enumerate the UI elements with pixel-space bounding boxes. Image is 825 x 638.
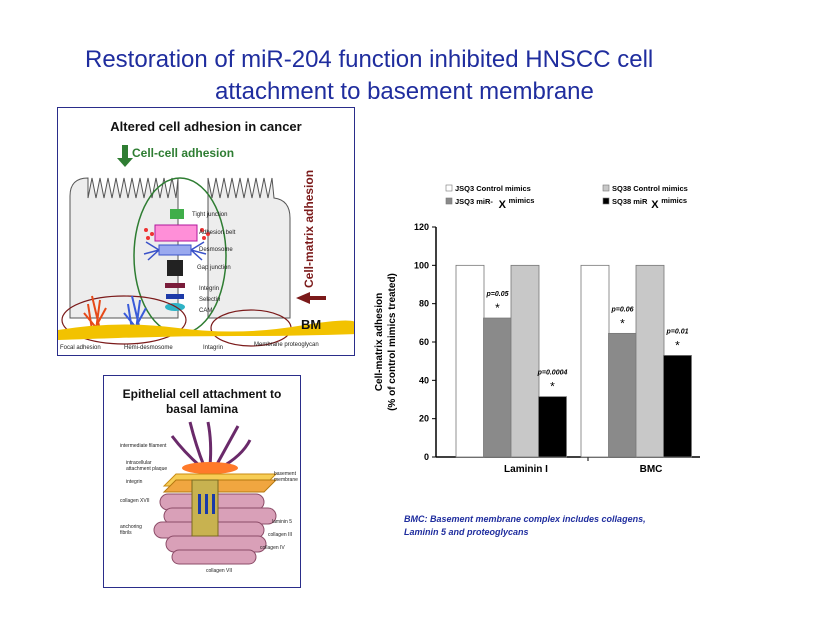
significance-star: *: [675, 338, 680, 352]
integrin-stalks: [198, 494, 215, 514]
focal-adhesion-fibers: [83, 295, 147, 331]
cell-matrix-adhesion-label: Cell-matrix adhesion: [302, 169, 316, 288]
cell-adhesion-title: Altered cell adhesion in cancer: [110, 119, 302, 134]
chart-annotations: p=0.05 * p=0.0004 * p=0.06 * p=0.01 *: [486, 291, 689, 394]
p-value-label: p=0.01: [666, 328, 689, 335]
basement-membrane-label: basement membrane: [274, 471, 298, 483]
slide-title-line-1: Restoration of miR-204 function inhibite…: [85, 46, 654, 73]
anchoring-fibrils-label-2: fibrils: [120, 530, 132, 536]
bar-0-0: [455, 264, 485, 458]
legend-swatch: [445, 184, 453, 192]
epithelial-cells: [69, 177, 291, 319]
legend-entry-suffix: mimics: [661, 196, 687, 205]
bmc-note-line-2: Laminin 5 and proteoglycans: [404, 527, 529, 537]
bar-1-2: [635, 264, 665, 458]
legend-entry: JSQ3 Control mimics: [455, 184, 531, 193]
basement-membrane-band: [58, 320, 354, 340]
legend-cross: X: [499, 199, 507, 211]
cell-adhesion-panel: Altered cell adhesion in cancer: [57, 107, 355, 356]
p-value-label: p=0.06: [611, 306, 634, 313]
basement-membrane-label-2: membrane: [274, 477, 298, 483]
legend-swatch: [602, 184, 610, 192]
green-down-arrow: [117, 145, 133, 167]
hemi-desmosome-label: Hemi-desmosome: [124, 345, 173, 351]
bar-0-1: [483, 317, 512, 458]
tight-junction-label: Tight junction: [192, 212, 228, 218]
cell-cell-adhesion-label: Cell-cell adhesion: [132, 146, 235, 160]
bar-1-1: [608, 332, 637, 458]
x-category-label: Laminin I: [504, 464, 548, 475]
legend-entry: SQ38 miR: [612, 197, 648, 206]
basal-lamina-title-line-1: Epithelial cell attachment to: [122, 387, 282, 401]
cell-adhesion-diagram: [58, 145, 354, 347]
attachment-plaque-label-1: intracellular: [126, 460, 152, 466]
anchoring-fibrils-label: anchoring fibrils: [120, 524, 142, 536]
focal-adhesion-label: Focal adhesion: [60, 345, 101, 351]
bar-1-0: [580, 264, 610, 458]
anchoring-fibrils-label-1: anchoring: [120, 524, 142, 530]
chart-bars: [455, 264, 692, 458]
bar-0-3: [538, 396, 567, 458]
membrane-proteoglycan-label: Membrane proteoglycan: [254, 342, 319, 348]
bar-1-3: [663, 355, 692, 458]
intermediate-filaments: [170, 421, 252, 470]
y-axis-label-line-2: (% of control mimics treated): [387, 273, 398, 411]
bar-0-2: [510, 264, 540, 458]
legend-entry: JSQ3 miR-: [455, 197, 493, 206]
bm-label: BM: [301, 317, 322, 332]
legend-cross: X: [651, 199, 659, 211]
significance-star: *: [550, 380, 555, 394]
basal-lamina-title: Epithelial cell attachment to basal lami…: [104, 387, 300, 417]
p-value-label: p=0.0004: [537, 370, 568, 377]
y-tick-label: 80: [419, 299, 429, 309]
bmc-note-line-1: BMC: Basement membrane complex includes …: [404, 514, 646, 524]
collagen-vii-label: collagen VII: [206, 568, 233, 574]
cell-matrix-arrow: [296, 292, 326, 304]
legend-entry-suffix: mimics: [509, 196, 535, 205]
bmc-note: BMC: Basement membrane complex includes …: [404, 513, 646, 539]
y-axis-label-line-1: Cell-matrix adhesion: [374, 293, 385, 391]
focal-adhesion-outline: [61, 295, 187, 345]
slide-title-line-2: attachment to basement membrane: [215, 78, 594, 105]
basal-lamina-panel: Epithelial cell attachment to basal lami…: [103, 375, 301, 588]
y-tick-label: 60: [419, 337, 429, 347]
x-category-label: BMC: [640, 464, 663, 475]
legend-entry: SQ38 Control mimics: [612, 184, 688, 193]
y-tick-label: 100: [414, 260, 429, 270]
selectin-label: Selectin: [199, 297, 221, 303]
p-value-label: p=0.05: [486, 291, 509, 298]
collagen-xvii-label: collagen XVII: [120, 498, 150, 504]
significance-star: *: [495, 301, 500, 315]
anchoring-fibril-mass: [153, 479, 277, 565]
attachment-plaque-label: intracellular attachment plaque: [126, 460, 167, 472]
legend-swatch: [602, 197, 610, 205]
y-tick-label: 120: [414, 222, 429, 232]
cam-label: CAM: [199, 308, 213, 314]
collagen-iv-label: collagen IV: [260, 545, 285, 551]
legend-swatch: [445, 197, 453, 205]
integrin-label: Integrin: [199, 286, 220, 292]
intermediate-filament-label: intermediate filament: [120, 443, 167, 449]
basal-lamina-title-line-2: basal lamina: [165, 402, 239, 416]
attachment-plaque-label-2: attachment plaque: [126, 466, 168, 472]
collagen-iii-label: collagen III: [268, 532, 293, 538]
y-tick-label: 0: [424, 452, 429, 462]
basement-membrane-label-1: basement: [274, 471, 296, 477]
attachment-plaque: [182, 462, 238, 474]
integrin-bottom-label: Intagrin: [203, 345, 224, 351]
laminin-5-label: laminin 5: [272, 519, 293, 525]
significance-star: *: [620, 316, 625, 330]
desmosome-label: Desmosome: [199, 247, 233, 253]
y-tick-label: 40: [419, 375, 429, 385]
y-tick-label: 20: [419, 414, 429, 424]
lower-layer: [162, 479, 278, 493]
adhesion-belt-label: Adhesion belt: [199, 230, 236, 236]
basal-lamina-diagram: [153, 421, 278, 565]
gap-junction-label: Gap junction: [197, 265, 231, 271]
integrin-label: integrin: [126, 479, 143, 485]
